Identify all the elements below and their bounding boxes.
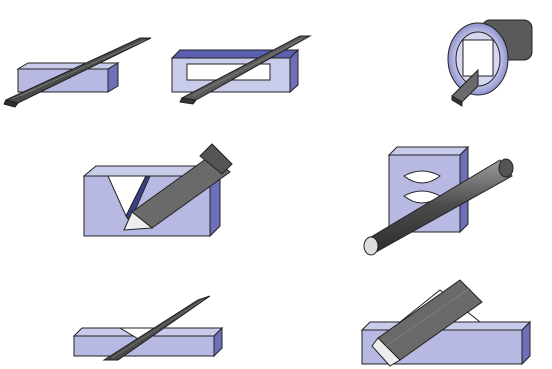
v-support-icon — [74, 296, 222, 360]
v-guide-icon — [84, 144, 232, 236]
wide-v-guide-icon — [362, 280, 530, 366]
slot-guide-icon — [172, 36, 310, 104]
round-guide-icon — [364, 147, 513, 255]
flat-guide-icon — [4, 38, 151, 107]
ring-guide-icon — [448, 20, 532, 106]
